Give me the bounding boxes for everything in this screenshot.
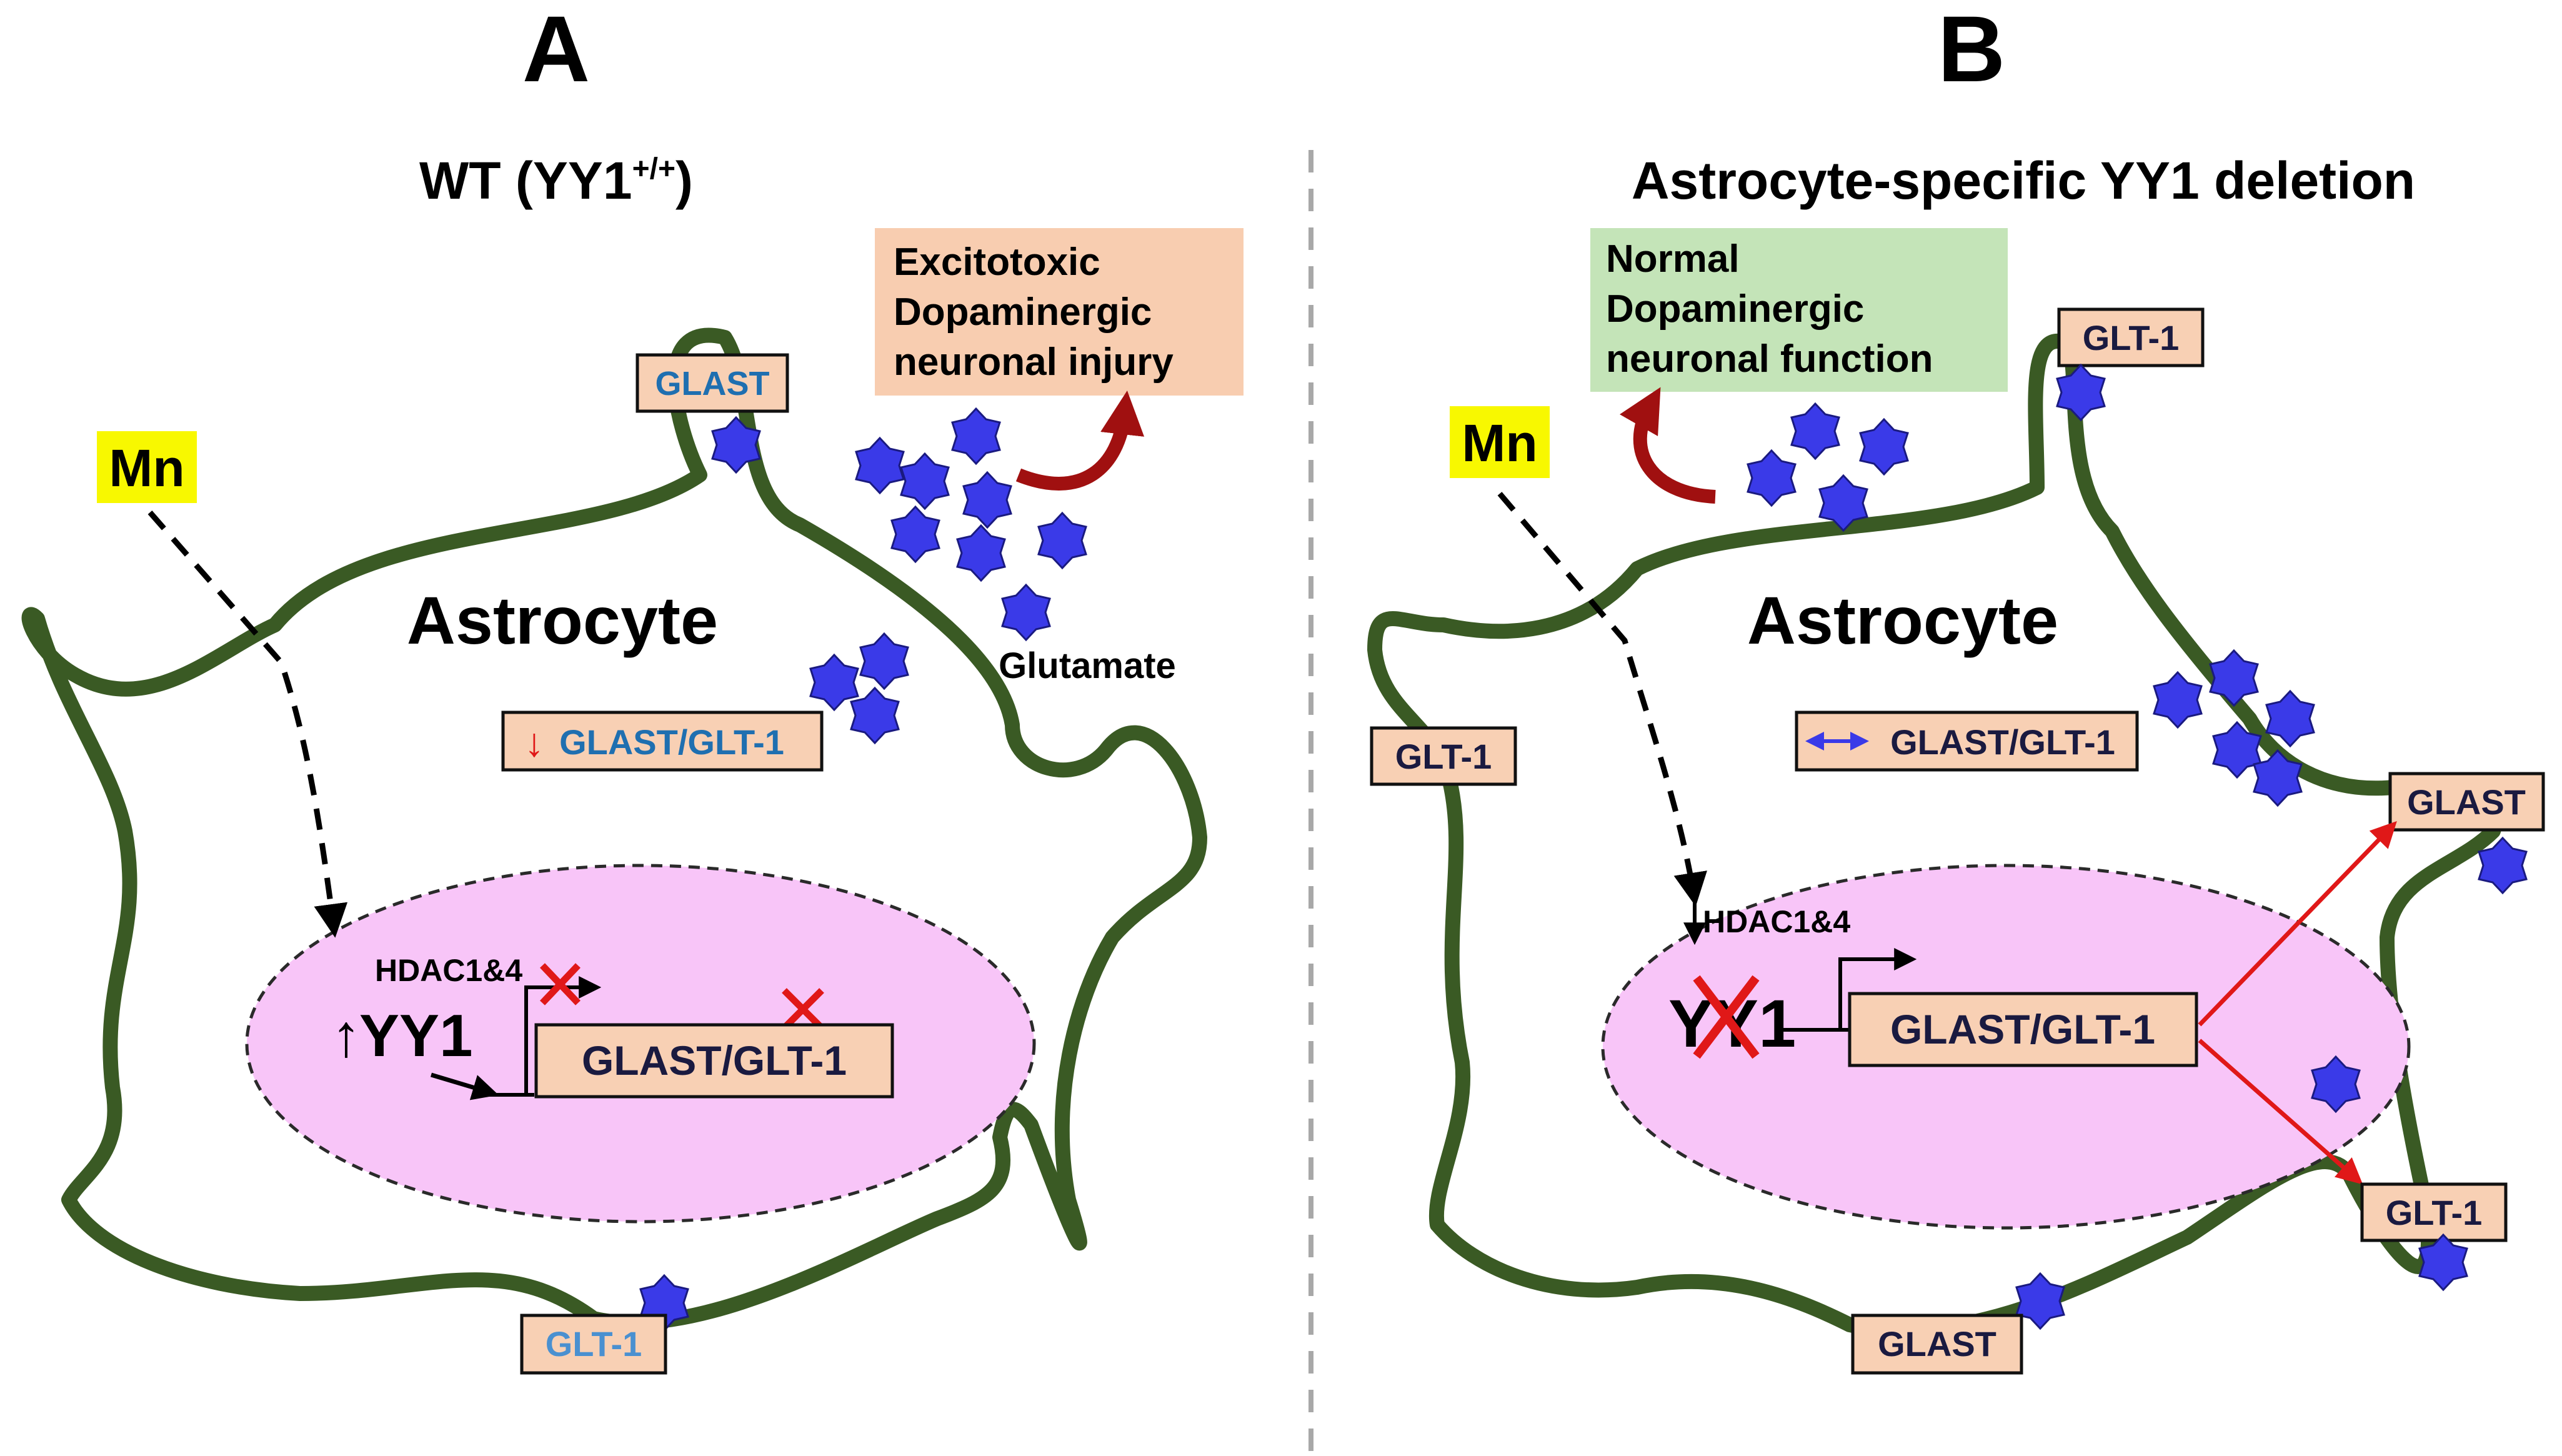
glutamate-star: [1037, 512, 1087, 569]
panel-b-letter: B: [1938, 0, 2005, 101]
glt1-label-b-right: GLT-1: [2386, 1193, 2483, 1232]
panel-a-title: WT (YY1+/+): [419, 151, 693, 210]
panel-a: A WT (YY1+/+) Mn Astrocyte Excitotoxic D…: [21, 0, 1244, 1375]
gene-box-b: [1848, 992, 2198, 1067]
cell-label-a: Astrocyte: [407, 582, 718, 658]
glutamate-star: [2209, 649, 2259, 707]
gene-box-a: [534, 1023, 894, 1099]
glt1-label-box-b-top: [2057, 307, 2205, 367]
glt1-label-box-b-right: [2360, 1182, 2508, 1242]
glutamate-star: [900, 452, 950, 510]
glast-label-box-b-right: [2388, 772, 2545, 832]
tss-arrow-a: [524, 976, 602, 1095]
glast-label-b-bottom: GLAST: [1878, 1324, 1996, 1364]
mn-pathway-arrow-a: [147, 511, 348, 938]
mn-highlight-a: [97, 431, 197, 503]
yy1-label-a: YY1: [359, 1002, 472, 1069]
cell-label-b: Astrocyte: [1747, 582, 2058, 658]
glutamate-star: [1790, 402, 1840, 460]
glutamate-star: [1001, 584, 1051, 641]
mn-pathway-arrow-b: [1497, 492, 1707, 907]
protein-level-box-a: [501, 711, 824, 772]
glt1-label-box-b-left: [1370, 726, 1517, 786]
red-x-promoter-a: [540, 963, 581, 1005]
effect-line-b-2: Dopaminergic: [1606, 287, 1864, 331]
effect-line-a-1: Excitotoxic: [894, 241, 1100, 284]
glutamate-star: [2265, 690, 2315, 747]
glutamate-star: [890, 506, 940, 563]
effect-line-a-3: neuronal injury: [894, 341, 1174, 384]
glast-label-b-right: GLAST: [2407, 782, 2526, 822]
glutamate-star: [951, 407, 1001, 465]
glast-label-box-a: [636, 353, 789, 413]
effect-line-b-3: neuronal function: [1606, 337, 1933, 381]
glutamate-star: [855, 437, 905, 494]
mn-highlight-b: [1450, 406, 1550, 478]
effect-line-a-2: Dopaminergic: [894, 291, 1152, 334]
glast-label-box-b-bottom: [1851, 1314, 2023, 1375]
red-x-gene-a: [782, 988, 824, 1030]
panel-b-title: Astrocyte-specific YY1 deletion: [1632, 151, 2415, 210]
red-x-yy1-b: [1693, 975, 1760, 1059]
glt1-label-b-top: GLT-1: [2083, 318, 2180, 357]
curved-arrow-b: [1619, 387, 1716, 504]
glutamate-star: [2056, 364, 2106, 421]
glutamate-star: [1747, 449, 1797, 507]
hdac-label-a: HDAC1&4: [375, 953, 522, 988]
glt1-label-a: GLT-1: [546, 1324, 642, 1364]
panel-a-letter: A: [522, 0, 590, 101]
glutamate-star: [859, 632, 909, 690]
up-arrow-a: ↑: [331, 1002, 361, 1069]
glt1-label-b-left: GLT-1: [1395, 737, 1492, 776]
effect-box-a: [875, 228, 1244, 396]
glutamate-cluster-a: [809, 407, 1087, 744]
protein-label-b: GLAST/GLT-1: [1890, 722, 2115, 762]
glast-label-a: GLAST: [655, 365, 770, 402]
glutamate-label-a: Glutamate: [999, 646, 1176, 686]
tss-arrow-b: [1838, 948, 1917, 1030]
expression-arrow-b-upper: [2198, 820, 2397, 1027]
effect-box-b: [1590, 228, 2008, 392]
mn-label-a: Mn: [109, 439, 184, 497]
glutamate-star: [2153, 671, 2203, 729]
hdac-label-b: HDAC1&4: [1703, 904, 1850, 939]
expression-arrow-b-lower: [2198, 1039, 2363, 1185]
glt1-label-box-a: [520, 1314, 667, 1375]
glutamate-star: [2015, 1272, 2065, 1330]
gene-label-a: GLAST/GLT-1: [582, 1037, 847, 1084]
protein-label-a: GLAST/GLT-1: [559, 722, 784, 762]
curved-arrow-a: [1015, 391, 1145, 491]
glutamate-star: [962, 471, 1012, 529]
panel-b: B Astrocyte-specific YY1 deletion Normal…: [1367, 0, 2545, 1375]
down-arrow-a: ↓: [524, 720, 544, 765]
gene-label-b: GLAST/GLT-1: [1890, 1006, 2155, 1052]
effect-line-b-1: Normal: [1606, 237, 1740, 281]
glutamate-star: [956, 524, 1006, 582]
mn-label-b: Mn: [1462, 414, 1537, 472]
glutamate-star: [1859, 418, 1909, 476]
yy1-binding-arrow-a: [430, 1072, 499, 1100]
